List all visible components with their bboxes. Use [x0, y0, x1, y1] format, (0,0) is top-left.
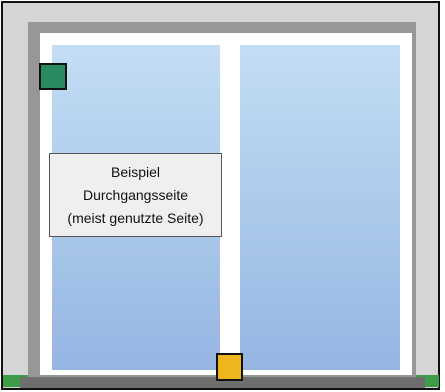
label-line-3: (meist genutzte Seite): [67, 209, 204, 226]
yellow-marker: [216, 353, 243, 381]
right-glass-panel: [240, 45, 400, 370]
label-line-1: Beispiel: [110, 163, 161, 180]
passage-side-label: Beispiel Durchgangsseite (meist genutzte…: [49, 153, 222, 237]
label-line-2: Durchgangsseite: [82, 186, 189, 203]
green-marker: [39, 63, 67, 90]
threshold: [20, 377, 425, 388]
